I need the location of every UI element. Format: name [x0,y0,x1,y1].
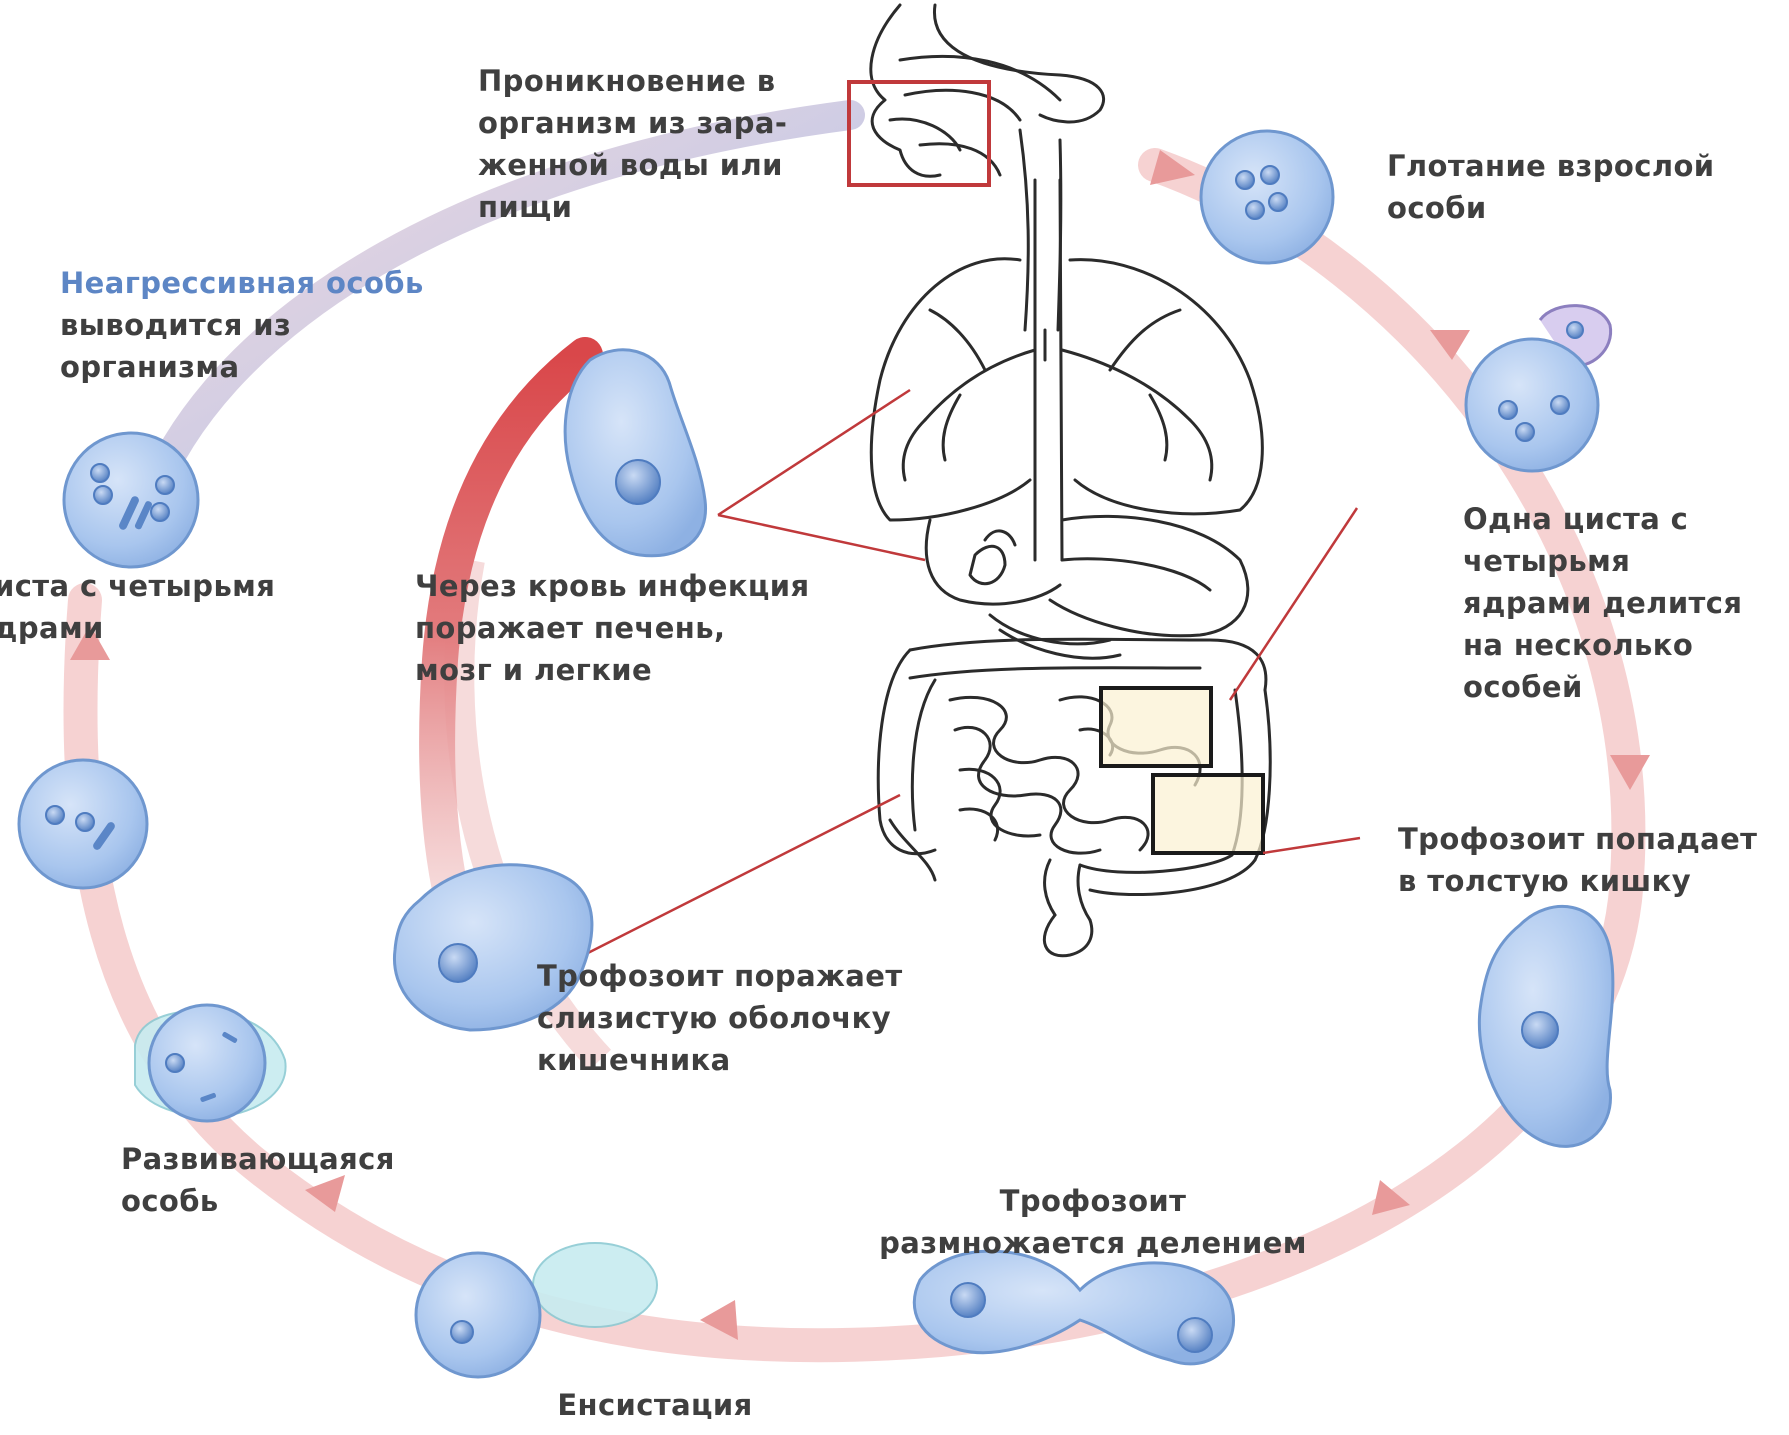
label-encystation: Енсистация [525,1384,785,1426]
label-encystation-line: Енсистация [525,1384,785,1426]
label-entry: Проникновение в организм из зара- женной… [478,60,787,228]
cyst-dividing [1466,306,1611,471]
label-blood-line: поражает печень, [415,607,810,649]
label-divides-line: на несколько [1463,624,1742,666]
label-exit-highlight: Неагрессивная особь [60,262,424,304]
label-divides-line: четырьмя [1463,540,1742,582]
label-mucosa-line: кишечника [537,1039,903,1081]
label-exit-line: организма [60,346,424,388]
label-trophozoite-colon: Трофозоит попадает в толстую кишку [1398,818,1757,902]
zoom-box-colon [1153,775,1263,853]
label-exit-line: выводится из [60,304,424,346]
label-blood-line: мозг и легкие [415,649,810,691]
label-cyst-line: драми [0,607,275,649]
label-blood-infection: Через кровь инфекция поражает печень, мо… [415,565,810,691]
label-trophozoite-division: Трофозоит размножается делением [858,1180,1328,1264]
cyst-swallowed [1201,131,1333,263]
trophozoite-blood [565,350,705,556]
label-mucosa-line: слизистую оболочку [537,997,903,1039]
label-swallow-line: особи [1387,187,1715,229]
label-one-cyst-divides: Одна циста с четырьмя ядрами делится на … [1463,498,1742,708]
label-cyst-four-nuclei: иста с четырьмя драми [0,565,275,649]
label-divides-line: ядрами делится [1463,582,1742,624]
label-entry-line: женной воды или [478,144,787,186]
label-swallow-line: Глотание взрослой [1387,145,1715,187]
cyst-left-middle [19,760,147,888]
label-developing-line: особь [121,1180,395,1222]
label-division-line: размножается делением [858,1222,1328,1264]
label-blood-line: Через кровь инфекция [415,565,810,607]
label-trophozoite-mucosa: Трофозоит поражает слизистую оболочку ки… [537,955,903,1081]
cyst-four-nuclei [64,433,198,567]
label-colon-line: в толстую кишку [1398,860,1757,902]
label-divides-line: Одна циста с [1463,498,1742,540]
mouth-highlight-box [849,82,989,185]
label-swallow: Глотание взрослой особи [1387,145,1715,229]
trophozoite-dividing [914,1251,1233,1364]
label-mucosa-line: Трофозоит поражает [537,955,903,997]
zoom-box-small-intestine [1101,688,1211,766]
encystation-cell [416,1243,657,1377]
label-entry-line: пищи [478,186,787,228]
label-divides-line: особей [1463,666,1742,708]
label-exit: Неагрессивная особь выводится из организ… [60,262,424,388]
label-division-line: Трофозоит [858,1180,1328,1222]
label-cyst-line: иста с четырьмя [0,565,275,607]
label-entry-line: Проникновение в [478,60,787,102]
label-developing: Развивающаяся особь [121,1138,395,1222]
label-entry-line: организм из зара- [478,102,787,144]
developing-cell [135,1005,286,1121]
label-colon-line: Трофозоит попадает [1398,818,1757,860]
label-developing-line: Развивающаяся [121,1138,395,1180]
